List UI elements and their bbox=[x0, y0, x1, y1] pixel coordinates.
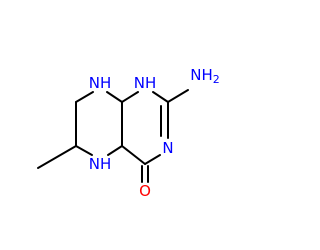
atom-label-amino: NH2 bbox=[190, 66, 220, 86]
bond-n5-c4a bbox=[107, 145, 123, 156]
bond-n8-c7 bbox=[75, 91, 94, 103]
bond-n1-c2 bbox=[152, 91, 169, 103]
bond-c8a-n1 bbox=[121, 91, 139, 103]
bond-c6-n5 bbox=[75, 145, 93, 156]
bond-c4-c4a bbox=[121, 145, 146, 165]
bond-n3-c4 bbox=[144, 154, 161, 165]
atom-label-n3: N bbox=[162, 139, 173, 157]
bond-c8a-n8 bbox=[106, 91, 123, 103]
bond-c2-amino bbox=[167, 89, 189, 103]
atom-label-n5: NH bbox=[89, 155, 112, 173]
chemical-structure-diagram: NH NH NH N NH2 O bbox=[37, 66, 220, 200]
atom-label-amino-main: NH bbox=[190, 66, 213, 84]
atom-label-n1: NH bbox=[134, 74, 157, 92]
bond-layer bbox=[37, 89, 189, 183]
atom-label-layer: NH NH NH N NH2 O bbox=[89, 66, 220, 200]
bond-c6-methyl bbox=[37, 145, 77, 169]
atom-label-amino-subscript: 2 bbox=[213, 73, 220, 86]
atom-label-n8: NH bbox=[89, 74, 112, 92]
atom-label-o: O bbox=[139, 182, 151, 200]
